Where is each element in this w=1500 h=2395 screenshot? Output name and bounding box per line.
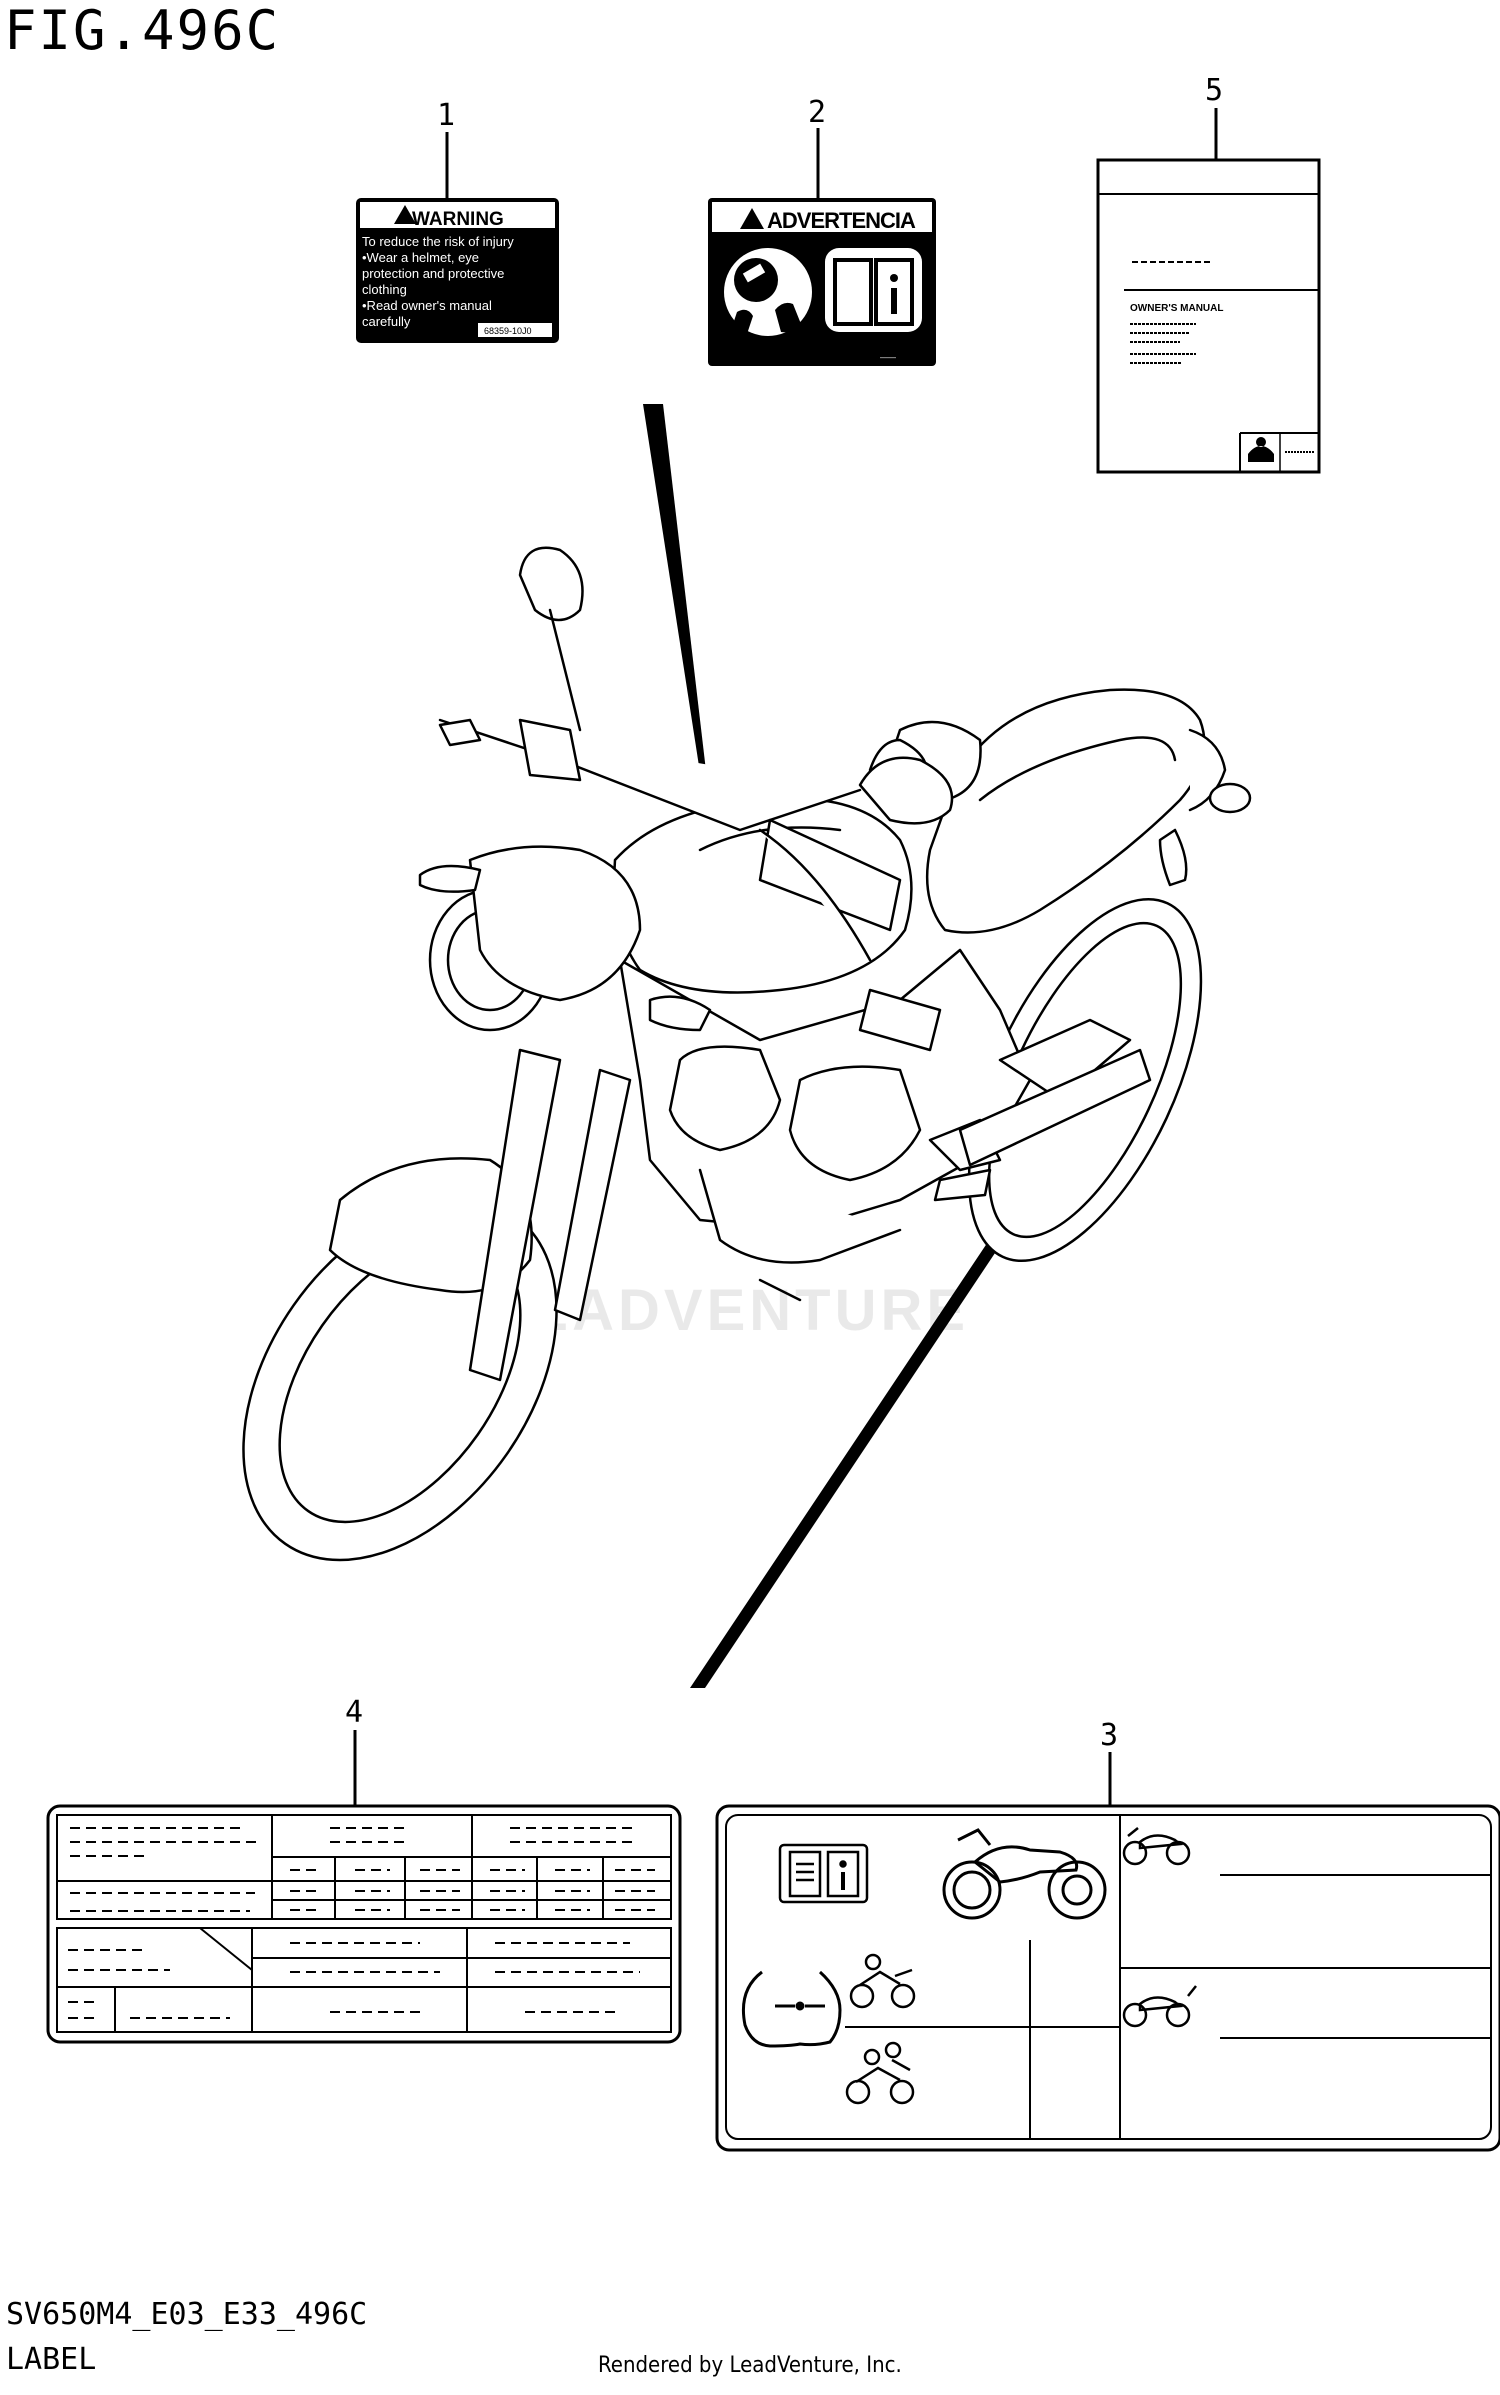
callout-number: 4 (345, 1695, 363, 1730)
callout-number: 5 (1205, 73, 1223, 108)
owners-manual: OWNER'S MANUAL (1096, 158, 1321, 474)
figure-title: FIG.496C (4, 0, 281, 62)
advertencia-heading: ADVERTENCIA (767, 208, 916, 233)
rider-passenger-icon (845, 2041, 915, 2105)
warning-part-code: 68359-10J0 (484, 326, 532, 336)
manual-info-icon (778, 1843, 869, 1904)
motorcycle-icon (942, 1828, 1107, 1920)
model-code: SV650M4_E03_E33_496C (6, 2297, 368, 2332)
rendered-by: Rendered by LeadVenture, Inc. (598, 2353, 902, 2378)
callout-number: 3 (1100, 1718, 1118, 1753)
callout-number: 1 (437, 98, 455, 133)
warning-label: WARNING To reduce the risk of injury •We… (356, 198, 559, 343)
motorcycle-icon (1122, 1827, 1191, 1866)
leader-line-tank (643, 404, 710, 805)
manual-info-icon (825, 248, 922, 332)
advertencia-label: ADVERTENCIA —— (708, 198, 936, 366)
warning-triangle-icon (394, 205, 416, 224)
warning-line: carefully (362, 314, 411, 329)
glove-icon (775, 302, 801, 333)
callout-1: 1 (437, 98, 455, 198)
section-label: LABEL (6, 2342, 97, 2377)
manual-title: OWNER'S MANUAL (1130, 303, 1223, 314)
callout-3: 3 (1100, 1718, 1118, 1806)
warning-line: To reduce the risk of injury (362, 234, 514, 249)
svg-text:——: —— (880, 353, 896, 362)
manufacturer-logo-icon (1248, 437, 1274, 462)
callout-4: 4 (345, 1695, 363, 1806)
tire-info-label (715, 1804, 1500, 2152)
rider-icon (849, 1953, 916, 2009)
tire-pressure-icon (741, 1970, 842, 2048)
spec-table-label (46, 1804, 682, 2044)
warning-line: protection and protective (362, 266, 504, 281)
motorcycle (242, 546, 1252, 1562)
warning-line: •Read owner's manual (362, 298, 492, 313)
motorcycle-icon (1122, 1985, 1197, 2028)
callout-2: 2 (808, 95, 826, 198)
warning-triangle-icon (740, 208, 764, 229)
warning-line: clothing (362, 282, 407, 297)
warning-heading: WARNING (412, 209, 504, 230)
callout-number: 2 (808, 95, 826, 130)
callout-5: 5 (1205, 73, 1223, 160)
warning-line: •Wear a helmet, eye (362, 250, 479, 265)
